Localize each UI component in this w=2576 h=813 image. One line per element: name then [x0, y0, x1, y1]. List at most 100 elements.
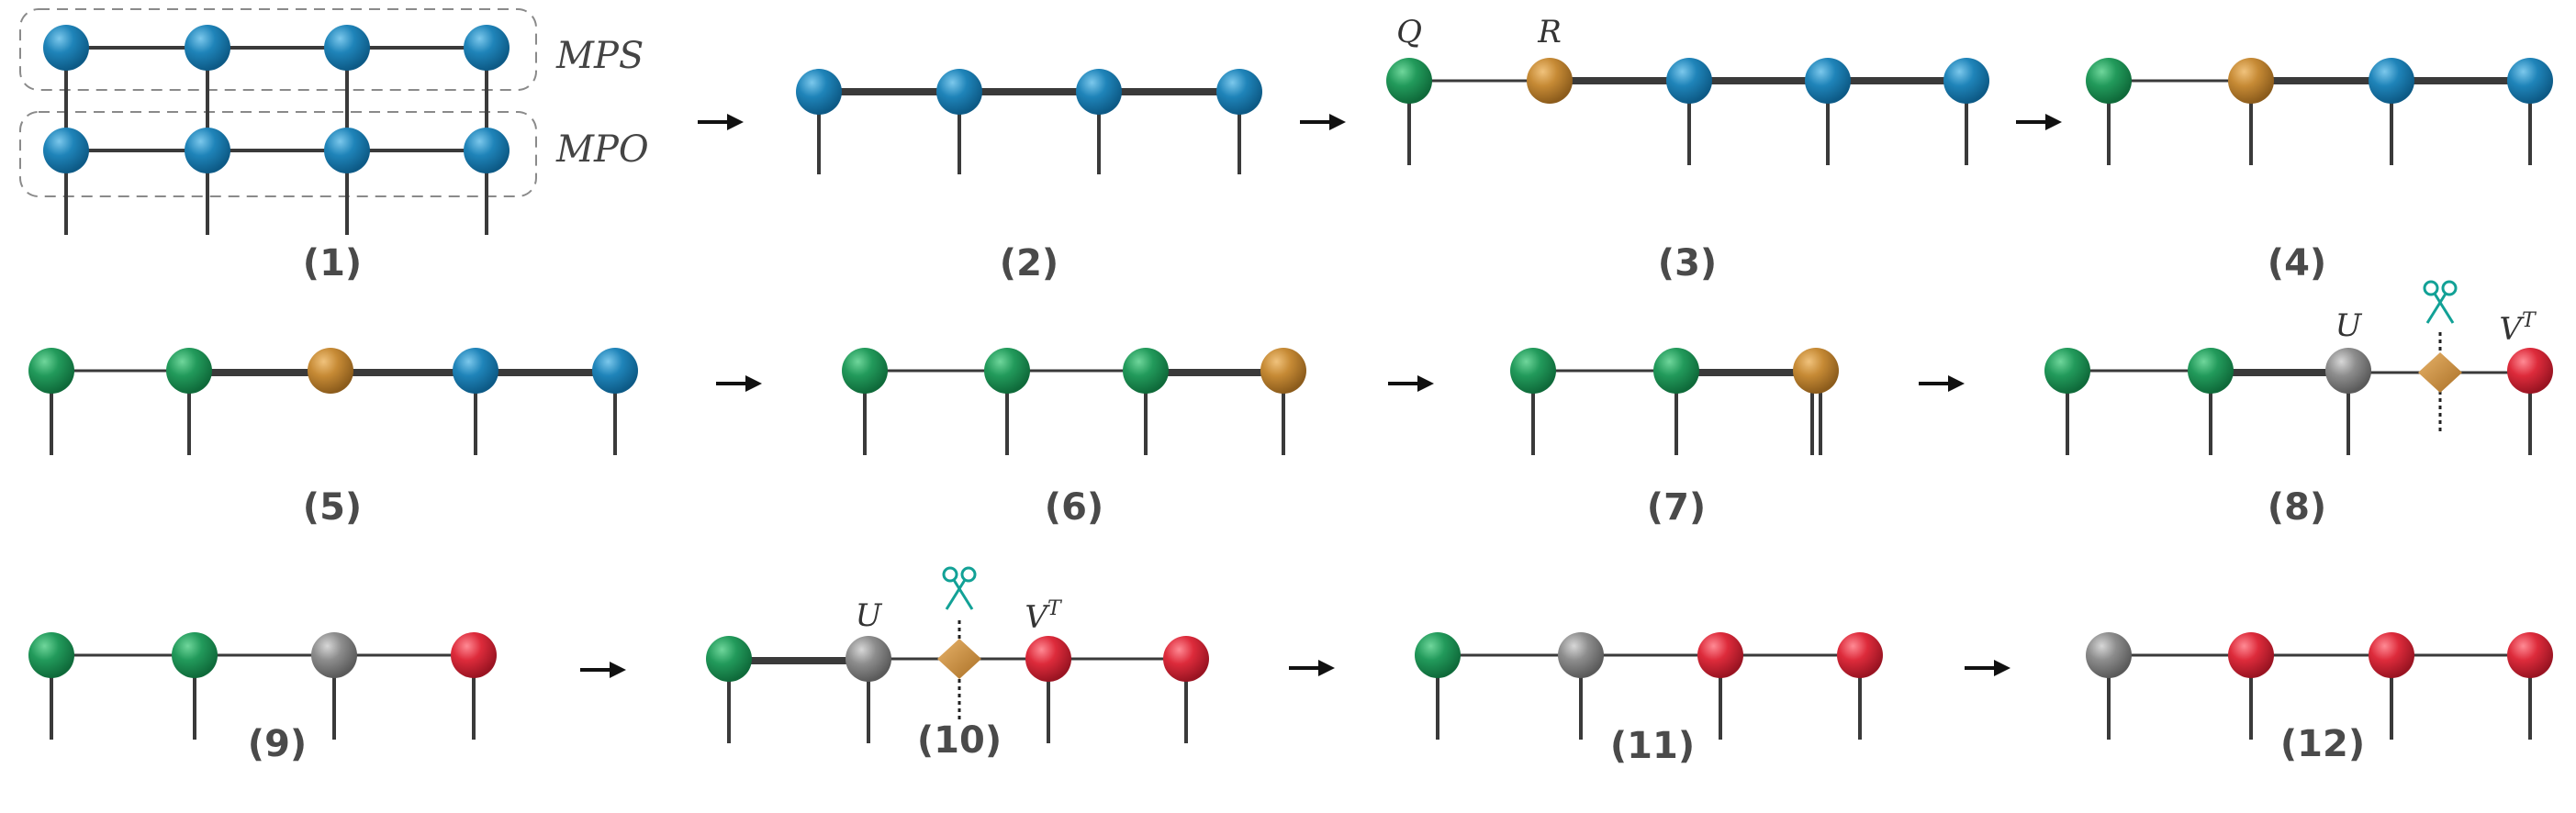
panel-8: U VT (8) [2044, 280, 2553, 529]
mps-dashed-box [19, 8, 537, 91]
orange-tensor [308, 348, 353, 394]
panel-2: (2) [796, 69, 1262, 284]
green-tensor [2188, 348, 2234, 394]
mpo-tensor [185, 128, 230, 173]
orange-tensor [1527, 58, 1573, 104]
mpo-label: MPO [555, 128, 649, 171]
blue-tensor [2507, 58, 2553, 104]
red-tensor [1025, 636, 1071, 682]
blue-tensor [453, 348, 498, 394]
vt-label: VT [1025, 597, 1063, 636]
right-arrow-icon [1289, 660, 1335, 676]
blue-tensor [2369, 58, 2414, 104]
panel-3: Q R (3) [1386, 14, 1989, 284]
red-tensor [1837, 632, 1883, 678]
u-label: U [856, 597, 883, 634]
blue-tensor [1943, 58, 1989, 104]
green-tensor [1653, 348, 1699, 394]
red-tensor [2507, 348, 2553, 394]
right-arrow-icon [1300, 114, 1346, 130]
vt-label: VT [2499, 309, 2537, 348]
mpo-tensor [43, 128, 89, 173]
green-tensor [166, 348, 212, 394]
panel-caption: (7) [1647, 486, 1706, 529]
mps-tensor [324, 25, 370, 71]
panel-caption: (11) [1610, 725, 1695, 767]
right-arrow-icon [2016, 114, 2062, 130]
green-tensor [1510, 348, 1556, 394]
panel-10: U VT (10) [706, 566, 1209, 762]
mpo-dashed-box [19, 111, 537, 197]
panel-caption: (10) [917, 719, 1002, 762]
panel-9: (9) [28, 632, 497, 765]
right-arrow-icon [580, 662, 626, 678]
panel-6: (6) [842, 348, 1306, 529]
gray-tensor [1558, 632, 1604, 678]
orange-tensor [1793, 348, 1839, 394]
panel-1: MPS MPO (1) [19, 8, 649, 284]
panel-7: (7) [1510, 348, 1839, 529]
mps-tensor [185, 25, 230, 71]
p1-bonds [64, 46, 488, 235]
gray-tensor [2086, 632, 2132, 678]
panel-caption: (9) [248, 723, 307, 765]
blue-tensor [936, 69, 982, 115]
red-tensor [451, 632, 497, 678]
blue-tensor [1805, 58, 1851, 104]
q-label: Q [1396, 14, 1422, 50]
blue-tensor [592, 348, 638, 394]
panel-caption: (5) [303, 486, 362, 529]
mpo-tensor [324, 128, 370, 173]
v-letter: V [2499, 311, 2525, 348]
v-letter: V [1025, 599, 1050, 636]
red-tensor [1697, 632, 1743, 678]
right-arrow-icon [1388, 375, 1434, 392]
right-arrow-icon [698, 114, 744, 130]
red-tensor [1163, 636, 1209, 682]
red-tensor [2369, 632, 2414, 678]
orange-tensor [2228, 58, 2274, 104]
panel-caption: (4) [2268, 242, 2326, 284]
panel-caption: (3) [1658, 242, 1717, 284]
panel-11: (11) [1415, 632, 1883, 767]
blue-tensor [1666, 58, 1712, 104]
panel-caption: (12) [2280, 723, 2365, 765]
green-tensor [1415, 632, 1461, 678]
red-tensor [2507, 632, 2553, 678]
mps-tensor [464, 25, 510, 71]
transpose-superscript: T [1047, 597, 1063, 620]
right-arrow-icon [716, 375, 762, 392]
mps-tensor [43, 25, 89, 71]
panel-caption: (2) [1000, 242, 1058, 284]
gray-tensor [846, 636, 891, 682]
blue-tensor [1076, 69, 1122, 115]
green-tensor [984, 348, 1030, 394]
r-label: R [1537, 14, 1562, 50]
panel-4: (4) [2086, 58, 2553, 284]
green-tensor [172, 632, 218, 678]
panel-caption: (1) [303, 242, 362, 284]
u-label: U [2335, 307, 2363, 344]
panel-5: (5) [28, 348, 638, 529]
blue-tensor [1216, 69, 1262, 115]
green-tensor [28, 348, 74, 394]
green-tensor [842, 348, 888, 394]
green-tensor [1386, 58, 1432, 104]
scissors-icon [942, 566, 977, 610]
green-tensor [706, 636, 752, 682]
transpose-superscript: T [2522, 309, 2537, 332]
red-tensor [2228, 632, 2274, 678]
mpo-tensor [464, 128, 510, 173]
singular-value-diamond [937, 639, 981, 679]
orange-tensor [1260, 348, 1306, 394]
mps-label: MPS [555, 35, 644, 77]
green-tensor [28, 632, 74, 678]
gray-tensor [311, 632, 357, 678]
green-tensor [2086, 58, 2132, 104]
panel-caption: (8) [2268, 486, 2326, 529]
singular-value-diamond [2418, 352, 2462, 393]
scissors-icon [2423, 280, 2458, 324]
panel-caption: (6) [1045, 486, 1103, 529]
green-tensor [1123, 348, 1169, 394]
